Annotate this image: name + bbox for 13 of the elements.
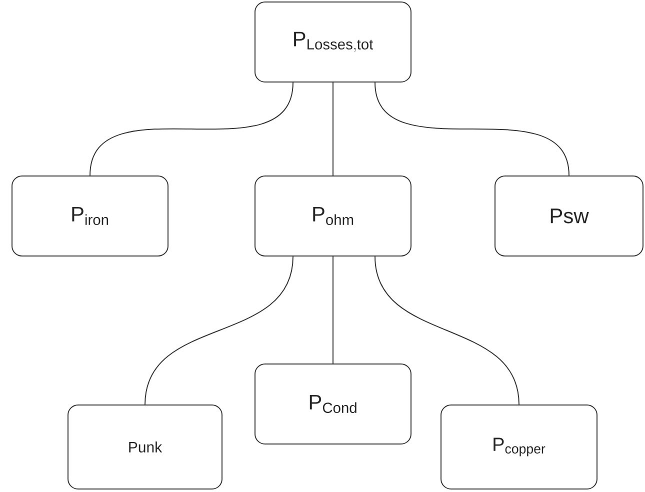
process-box: $\mathrm{P}_{\mathrm{iron}}$: [12, 176, 168, 256]
connector-line: [332, 82, 334, 176]
connector-line: [144, 256, 294, 405]
process-box: $\mathrm{P}_{\mathrm{Cond}}$: [254, 364, 412, 444]
connector-line: [332, 256, 334, 364]
process-box: $\mathrm{P}_{\mathrm{ohm}}$: [254, 176, 412, 256]
process-box: Punk: [68, 404, 222, 490]
connector-line: [90, 82, 294, 176]
process-box: $\mathrm{P}_{\mathrm{Losses,tot}}$: [254, 2, 412, 82]
process-box: Psw: [494, 176, 644, 256]
process-box: $\mathrm{P}_{\mathrm{copper}}$: [440, 404, 598, 490]
connector-line: [374, 256, 520, 405]
connector-line: [374, 82, 570, 176]
